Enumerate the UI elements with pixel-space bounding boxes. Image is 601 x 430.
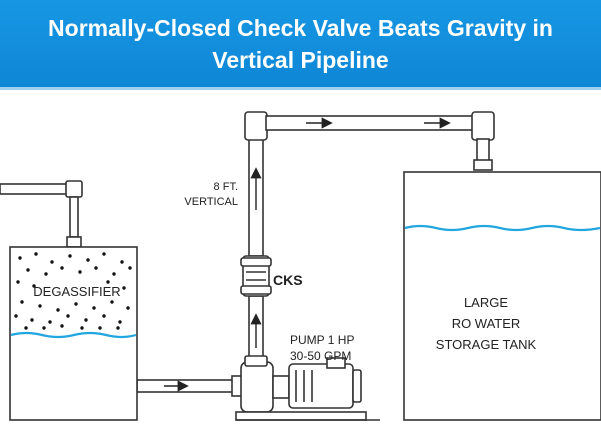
pump-volute xyxy=(240,361,274,413)
labels: DEGASSIFIER 8 FT. VERTICAL CKS PUMP 1 HP… xyxy=(33,181,536,363)
label-degassifier: DEGASSIFIER xyxy=(33,284,120,299)
check-valve xyxy=(240,255,272,297)
bubble xyxy=(66,314,70,318)
top-right-elbow xyxy=(471,111,495,141)
bubble xyxy=(106,280,110,284)
bubble xyxy=(42,326,46,330)
bubble xyxy=(94,266,98,270)
inflow-pipe-drop xyxy=(69,196,79,238)
bubble xyxy=(48,320,52,324)
title-banner: Normally-Closed Check Valve Beats Gravit… xyxy=(0,0,601,90)
label-cks: CKS xyxy=(273,272,303,288)
bubble xyxy=(18,256,22,260)
title-line-1: Normally-Closed Check Valve Beats Gravit… xyxy=(48,15,553,41)
label-pump-line1: PUMP 1 HP xyxy=(290,333,354,347)
bubble xyxy=(128,266,132,270)
bubble xyxy=(110,300,114,304)
pump-motor xyxy=(288,363,354,409)
bubble xyxy=(120,260,124,264)
bubble xyxy=(56,308,60,312)
label-tank-line2: RO WATER xyxy=(452,316,521,331)
bubble xyxy=(78,270,82,274)
bubble xyxy=(98,326,102,330)
bubble xyxy=(116,326,120,330)
bubble xyxy=(24,326,28,330)
bubble xyxy=(44,272,48,276)
label-vertical-line1: 8 FT. xyxy=(214,181,238,193)
bubble xyxy=(102,314,106,318)
bubble xyxy=(20,300,24,304)
inflow-pipe-elbow xyxy=(65,180,83,198)
bubble xyxy=(26,268,30,272)
bubble xyxy=(34,252,38,256)
title-line-2: Vertical Pipeline xyxy=(212,47,389,73)
pump-coupling xyxy=(272,375,290,399)
pump-motor-end xyxy=(352,369,362,403)
bubble xyxy=(112,272,116,276)
pump-base xyxy=(235,411,367,421)
bubble xyxy=(92,306,96,310)
label-vertical-line2: VERTICAL xyxy=(184,196,238,208)
pump xyxy=(235,355,380,421)
tank-drop-pipe xyxy=(476,138,490,162)
bubble xyxy=(74,302,78,306)
bubble xyxy=(118,320,122,324)
bubble xyxy=(122,286,126,290)
bubble xyxy=(14,314,18,318)
bubble xyxy=(16,280,20,284)
flow-arrows xyxy=(164,117,451,392)
bubble xyxy=(80,326,84,330)
bubble xyxy=(84,318,88,322)
riser-top-elbow xyxy=(244,111,268,141)
bubble xyxy=(102,252,106,256)
pump-junction-box xyxy=(326,357,346,369)
inflow-pipe-nozzle xyxy=(66,236,82,248)
storage-tank xyxy=(403,171,601,421)
tank-drop-nozzle xyxy=(473,159,493,171)
degassifier-tank xyxy=(9,246,138,421)
bubble xyxy=(86,258,90,262)
label-pump-line2: 30-50 GPM xyxy=(290,349,351,363)
bubble xyxy=(60,324,64,328)
pump-outlet-flange xyxy=(244,355,268,367)
bubble xyxy=(30,318,34,322)
bubble xyxy=(126,306,130,310)
page-title: Normally-Closed Check Valve Beats Gravit… xyxy=(0,12,601,76)
bubble xyxy=(32,284,36,288)
degassifier-bubbles xyxy=(14,252,132,330)
bubble xyxy=(38,304,42,308)
inflow-pipe-horizontal xyxy=(0,183,73,195)
bubble xyxy=(50,260,54,264)
label-tank-line3: STORAGE TANK xyxy=(436,337,537,352)
bubble xyxy=(68,254,72,258)
label-tank-line1: LARGE xyxy=(464,295,508,310)
bubble xyxy=(60,266,64,270)
